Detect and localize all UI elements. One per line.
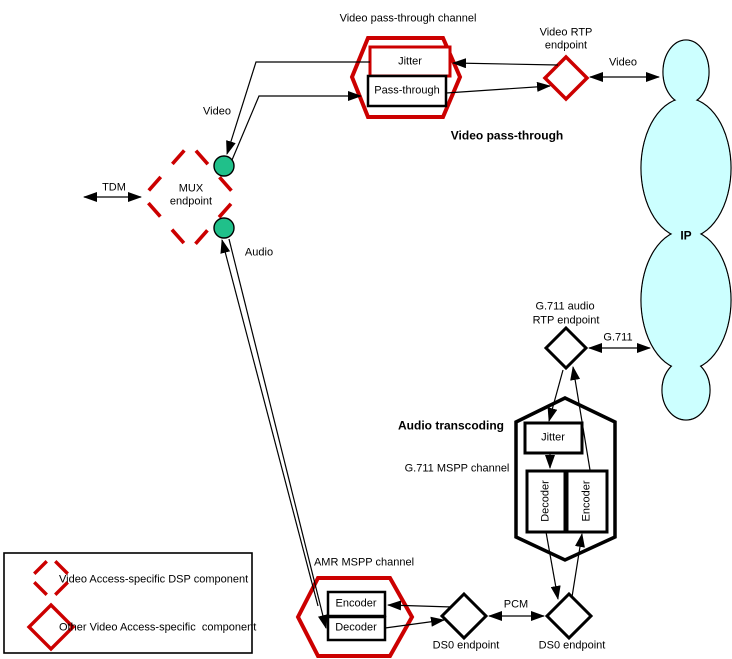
arrow-ds0-to-amr-encoder: [387, 600, 453, 611]
arrow-mux-audio-to-amr-decoder: [228, 238, 328, 629]
g711-encoder-box: [565, 469, 609, 534]
g711-rtp-diamond: [543, 325, 589, 371]
arrow-g711rtp-to-jitter: [547, 369, 564, 422]
mux-label-1: MUX: [178, 182, 204, 195]
audio-transcoding-title: Audio transcoding: [398, 418, 504, 433]
g711-decoder-box: [525, 469, 567, 534]
g711-decoder-label: Decoder: [539, 480, 552, 522]
ds0-left-diamond: [439, 591, 489, 641]
ds0-right-diamond: [544, 591, 594, 641]
mux-endpoint-diamond: [140, 141, 240, 253]
video-rtp-label-2: endpoint: [544, 39, 588, 52]
video-arrow-label: Video: [609, 56, 637, 69]
arrow-amr-encoder-to-mux-audio: [220, 239, 319, 607]
mux-video-port-circle: [213, 155, 235, 177]
arrow-rtp-to-jitter: [452, 58, 559, 69]
video-rtp-diamond: [542, 54, 590, 102]
legend-dashed-diamond-icon: [27, 554, 75, 602]
mux-audio-label: Audio: [244, 246, 274, 259]
mux-audio-port-circle: [213, 217, 235, 239]
mux-video-label: Video: [203, 105, 231, 118]
ip-cloud-label: IP: [680, 228, 692, 243]
amr-encoder-label: Encoder: [335, 597, 377, 610]
g711-arrow-label: G.711: [603, 331, 633, 344]
arrow-passthrough-to-rtp: [445, 81, 551, 94]
legend-item-dsp-label: Video Access-specific DSP component: [59, 573, 249, 586]
g711-encoder-label: Encoder: [580, 480, 593, 522]
video-passthrough-label: Pass-through: [374, 84, 440, 97]
video-channel-title: Video pass-through channel: [339, 12, 477, 25]
arrow-ds0-to-g711encoder: [571, 533, 585, 598]
arrow-amr-decoder-to-ds0: [384, 616, 445, 629]
amr-encoder-box: [326, 590, 387, 618]
mux-label-2: endpoint: [169, 195, 213, 208]
g711-channel-label: G.711 MSPP channel: [404, 462, 510, 475]
video-section-title: Video pass-through: [450, 128, 564, 143]
arrow-mux-video-to-passthrough: [231, 91, 362, 161]
ds0-left-label: DS0 endpoint: [432, 639, 500, 652]
video-jitter-label: Jitter: [398, 55, 422, 68]
legend-solid-diamond-icon: [26, 602, 76, 652]
video-rtp-label-1: Video RTP: [539, 26, 593, 39]
amr-channel-title: AMR MSPP channel: [313, 556, 415, 569]
video-passthrough-box: [366, 74, 448, 108]
arrow-jitter-to-mux-video: [226, 61, 370, 155]
ip-cloud: [640, 39, 732, 421]
ds0-right-label: DS0 endpoint: [538, 639, 606, 652]
g711-jitter-label: Jitter: [541, 431, 565, 444]
amr-decoder-box: [326, 615, 387, 642]
pcm-label: PCM: [503, 598, 529, 611]
tdm-label: TDM: [102, 181, 126, 194]
arrow-g711decoder-to-ds0: [545, 531, 561, 600]
arrow-g711encoder-to-rtp: [570, 366, 591, 471]
g711-rtp-label-1: G.711 audio: [535, 300, 595, 313]
g711-rtp-label-2: RTP endpoint: [532, 314, 600, 327]
legend-item-other-label: Other Video Access-specific component: [59, 621, 257, 634]
g711-jitter-box: [523, 421, 584, 455]
amr-decoder-label: Decoder: [335, 621, 377, 634]
